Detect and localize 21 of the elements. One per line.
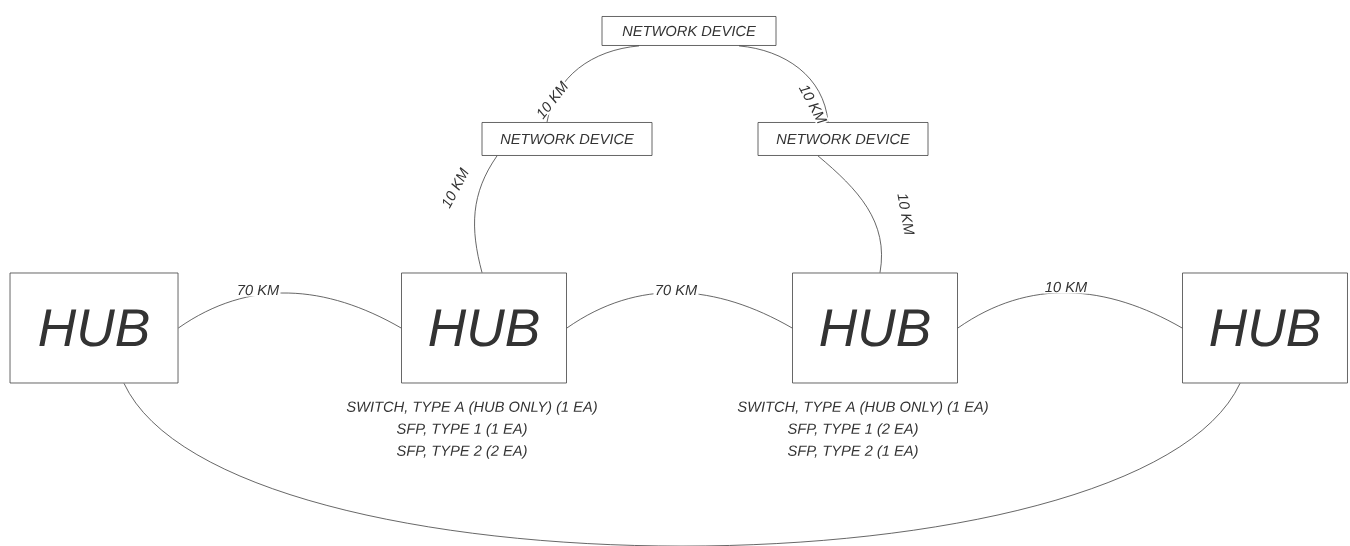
connection-line bbox=[738, 45, 829, 123]
hub-box: HUB bbox=[9, 272, 179, 384]
edge-label: 70 KM bbox=[656, 284, 698, 296]
edge-label: 10 KM bbox=[897, 194, 915, 234]
device-box: NETWORK DEVICE bbox=[601, 16, 777, 46]
hub-box: HUB bbox=[1182, 272, 1348, 384]
connection-line bbox=[817, 155, 882, 273]
edge-label: 70 KM bbox=[238, 284, 280, 296]
component-note: SFP, TYPE 1 (1 EA) bbox=[396, 423, 527, 437]
component-note: SFP, TYPE 1 (2 EA) bbox=[787, 423, 918, 437]
component-note: SFP, TYPE 2 (1 EA) bbox=[787, 445, 918, 459]
hub-box: HUB bbox=[792, 272, 958, 384]
component-note: SWITCH, TYPE A (HUB ONLY) (1 EA) bbox=[346, 401, 597, 415]
edge-label: 10 KM bbox=[442, 166, 469, 209]
edge-label: 10 KM bbox=[537, 80, 568, 120]
edge-label: 10 KM bbox=[798, 85, 828, 124]
component-note: SFP, TYPE 2 (2 EA) bbox=[396, 445, 527, 459]
component-note: SWITCH, TYPE A (HUB ONLY) (1 EA) bbox=[737, 401, 988, 415]
hub-box: HUB bbox=[401, 272, 567, 384]
edge-label: 10 KM bbox=[1045, 281, 1088, 293]
connection-line bbox=[474, 155, 498, 273]
